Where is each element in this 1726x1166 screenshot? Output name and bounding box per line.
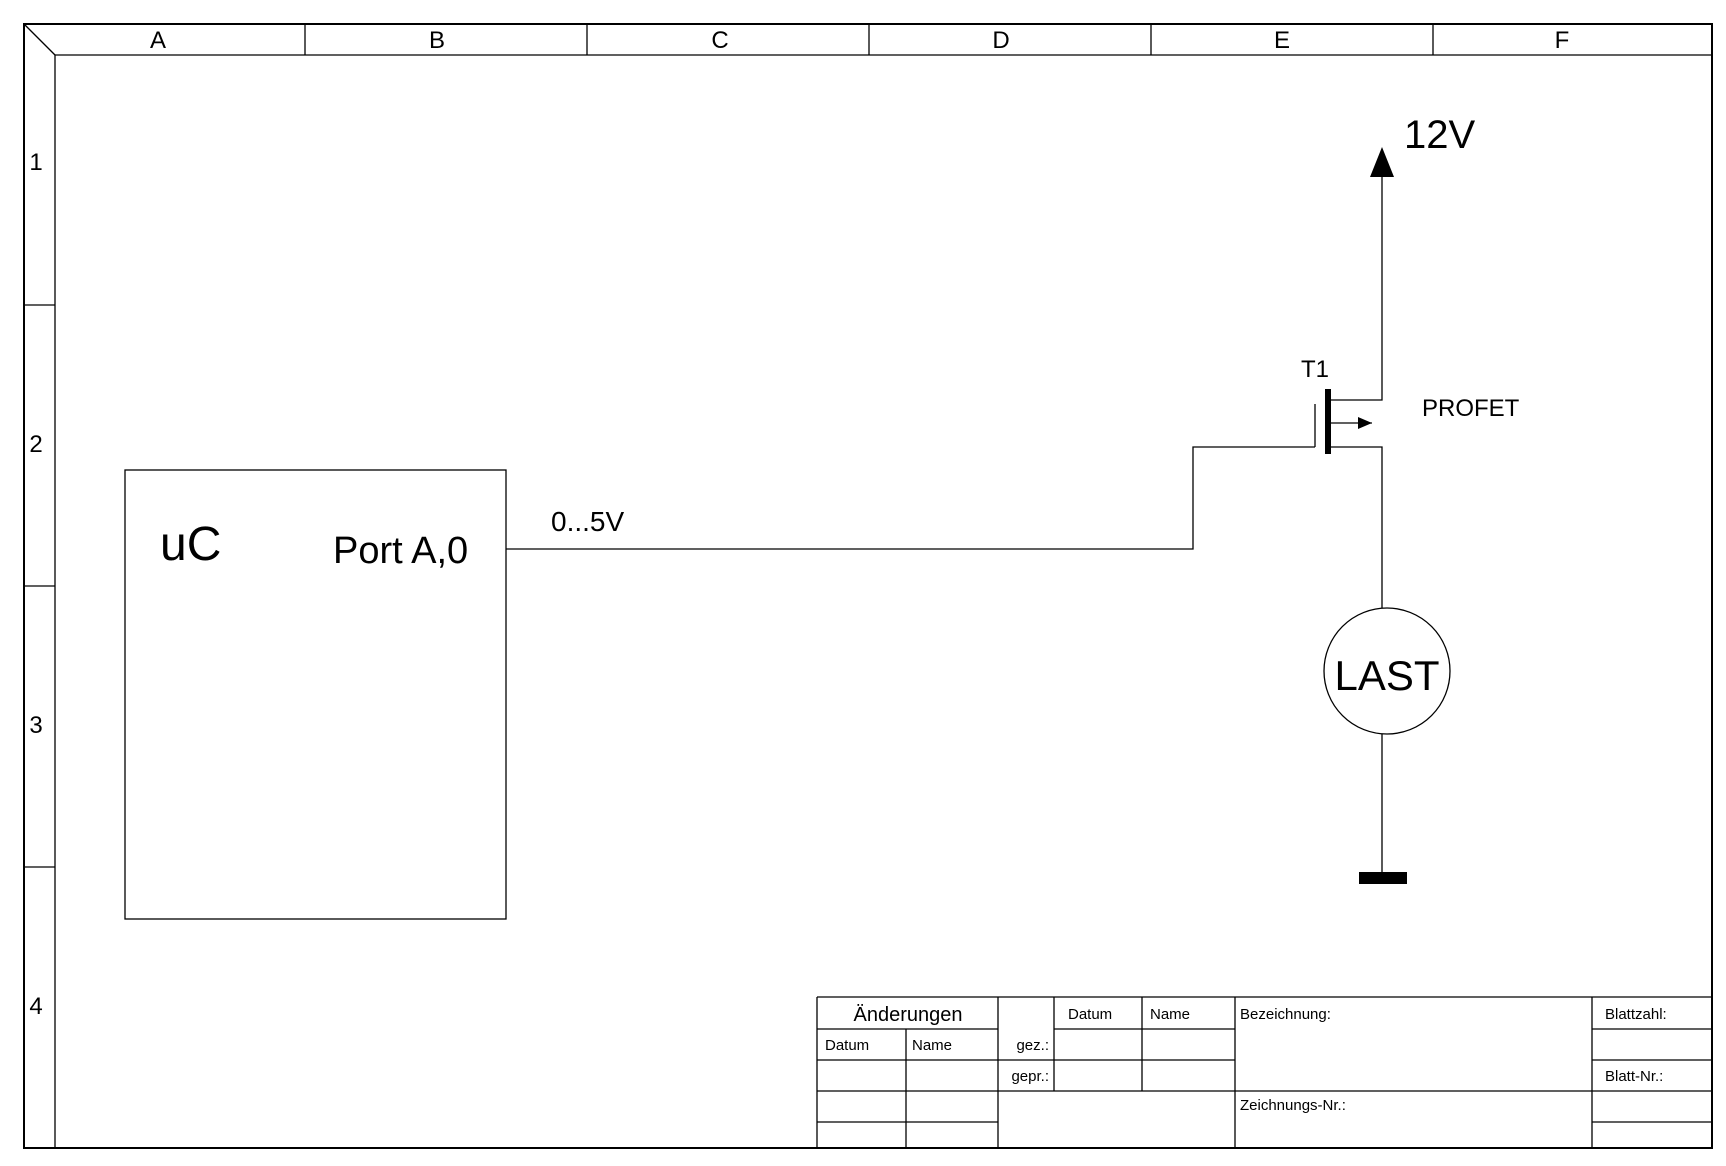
transistor-arrow-icon — [1358, 417, 1372, 429]
blattzahl-label: Blattzahl: — [1605, 1006, 1667, 1023]
column-label-e: E — [1274, 27, 1290, 54]
row-label-2: 2 — [29, 431, 42, 458]
column-label-d: D — [992, 27, 1009, 54]
port-label: Port A,0 — [333, 530, 468, 572]
transistor-label: T1 — [1301, 356, 1329, 383]
microcontroller-label: uC — [160, 518, 221, 571]
row-labels: 1 2 3 4 — [29, 149, 42, 1020]
row-label-4: 4 — [29, 993, 42, 1020]
column-labels: A B C D E F — [150, 27, 1569, 54]
row-label-3: 3 — [29, 712, 42, 739]
supply-arrow-icon — [1370, 147, 1394, 177]
column-label-c: C — [711, 27, 728, 54]
supply-label: 12V — [1404, 113, 1475, 157]
datum-header: Datum — [1068, 1006, 1112, 1023]
load-symbol — [1323, 607, 1451, 735]
blatt-nr-label: Blatt-Nr.: — [1605, 1068, 1663, 1085]
signal-label: 0...5V — [551, 506, 624, 537]
transistor-t1 — [1314, 170, 1383, 608]
ground-icon — [1359, 872, 1407, 884]
signal-wire — [506, 446, 1315, 550]
gepr-label: gepr.: — [1011, 1068, 1049, 1085]
zeichnungs-nr-label: Zeichnungs-Nr.: — [1240, 1097, 1346, 1114]
drawing-frame — [23, 23, 1713, 1149]
gez-label: gez.: — [1016, 1037, 1049, 1054]
name-header: Name — [1150, 1006, 1190, 1023]
load-label: LAST — [1334, 652, 1439, 699]
microcontroller-box — [124, 469, 507, 920]
datum-column-label: Datum — [825, 1037, 869, 1054]
bezeichnung-label: Bezeichnung: — [1240, 1006, 1331, 1023]
title-block — [816, 996, 1712, 1148]
column-label-a: A — [150, 27, 166, 54]
transistor-type-label: PROFET — [1422, 395, 1520, 422]
column-label-f: F — [1555, 27, 1570, 54]
title-block-labels: Änderungen Datum Name Datum Name gez.: g… — [825, 1004, 1667, 1114]
column-label-b: B — [429, 27, 445, 54]
row-label-1: 1 — [29, 149, 42, 176]
aenderungen-label: Änderungen — [854, 1004, 963, 1026]
name-column-label: Name — [912, 1037, 952, 1054]
